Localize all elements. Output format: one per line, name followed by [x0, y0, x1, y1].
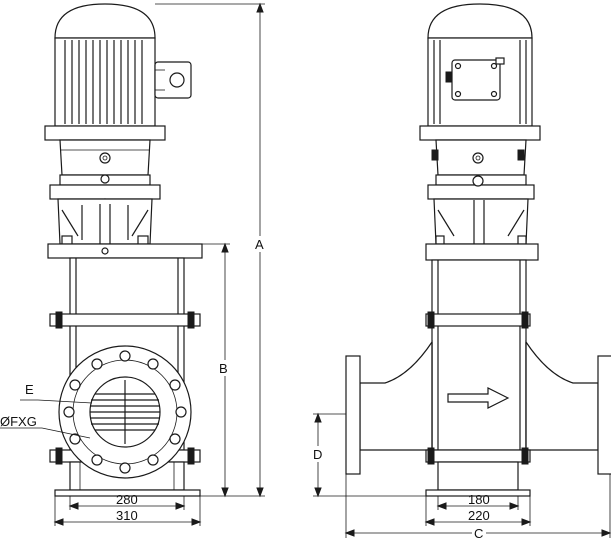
front-coupling-lower: [49, 184, 161, 200]
front-motor-cap: [54, 3, 156, 39]
dimension-front-widths: 280 310: [53, 492, 202, 526]
side-view: D 180 220 C: [312, 3, 611, 540]
dimension-b: B: [202, 242, 232, 498]
label-d: D: [313, 447, 322, 462]
front-terminal-gland: [169, 72, 185, 88]
right-arrow-icon: [447, 387, 510, 409]
side-bearing-housing: [433, 198, 529, 245]
side-top-plate: [425, 243, 539, 261]
front-motor-fins: [64, 40, 143, 124]
side-base-plate: [425, 489, 531, 497]
front-motor-flange: [44, 125, 166, 141]
label-b: B: [219, 361, 228, 376]
side-coupling-lower: [427, 184, 535, 200]
dimension-a: A: [155, 2, 267, 498]
side-motor-cap: [427, 3, 533, 39]
label-e: E: [25, 382, 34, 397]
dim-310: 310: [116, 508, 138, 523]
dim-220: 220: [468, 508, 490, 523]
front-view: E ØFXG A B: [0, 2, 267, 526]
label-fxg: ØFXG: [0, 414, 37, 429]
front-top-plate: [47, 243, 203, 259]
side-motor-flange: [419, 125, 541, 141]
dim-280: 280: [116, 492, 138, 507]
front-bolt-holes: [63, 350, 187, 474]
dimension-d: D: [312, 412, 426, 498]
front-motor-body: [54, 37, 156, 127]
side-inlet-flange: [345, 355, 361, 475]
side-motor-fins: [433, 40, 527, 124]
front-base-plate: [54, 489, 201, 497]
leader-fxg: [41, 427, 91, 439]
side-outlet-pipe: [525, 340, 599, 451]
side-pump-barrel: [431, 259, 527, 451]
dim-180: 180: [468, 492, 490, 507]
side-base-leg: [437, 461, 519, 491]
side-middle-ring: [425, 313, 531, 327]
side-inlet-pipe: [359, 340, 433, 451]
front-middle-ring: [49, 313, 201, 327]
dimension-c: C: [344, 474, 611, 540]
side-bottom-ring: [425, 449, 531, 463]
label-c: C: [474, 526, 483, 540]
label-a: A: [255, 237, 264, 252]
leader-e: [37, 399, 93, 404]
dimension-side-widths: 180 220: [424, 492, 532, 526]
side-outlet-flange: [597, 355, 611, 475]
front-strainer: [90, 380, 160, 444]
